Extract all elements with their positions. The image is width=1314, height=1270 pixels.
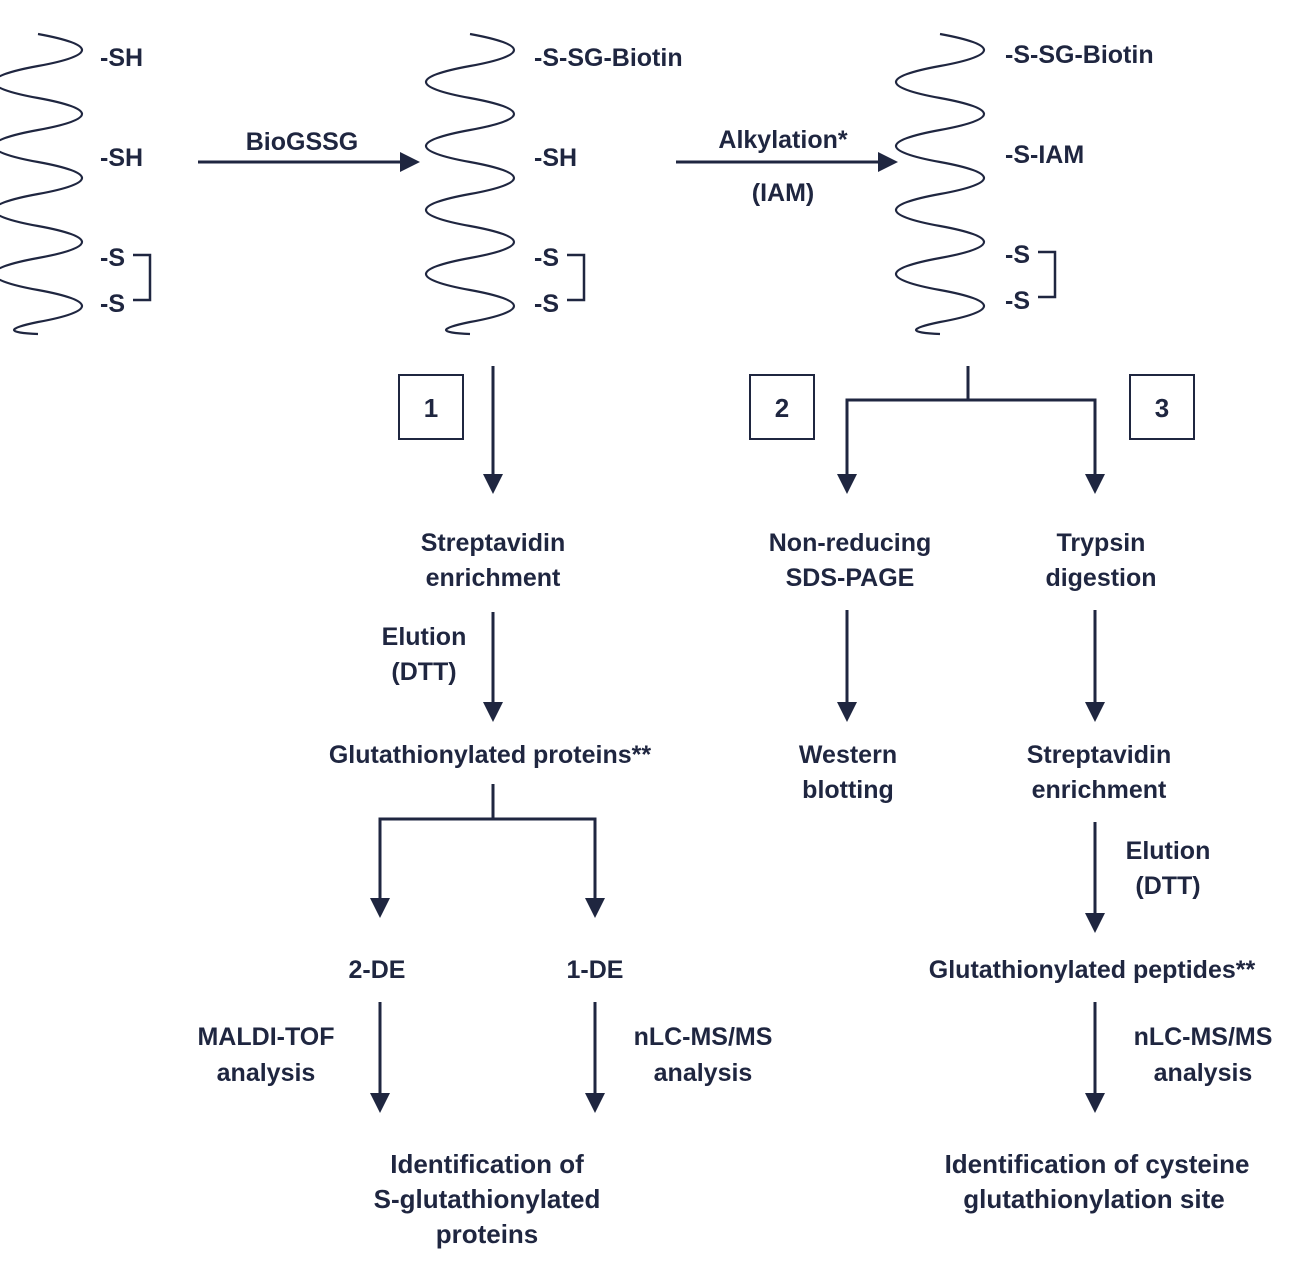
branch-1-right-label-line-2: analysis [654,1059,753,1087]
branch-3-result-line-2: glutathionylation site [963,1184,1224,1214]
protein-3-group-3: -S [1005,241,1030,269]
branch-2-step-1-line-2: SDS-PAGE [786,564,915,592]
protein-2-chain [424,32,516,336]
branch-1-arrow-2 [483,612,503,722]
branch-3-step-2-line-1: Streptavidin [1027,741,1171,769]
protein-3-group-4: -S [1005,287,1030,315]
reaction-2-arrow [676,152,898,172]
branch-2-result-line-1: Western [799,741,897,769]
route-1-number: 1 [424,393,438,423]
reaction-1-label: BioGSSG [246,128,359,156]
protein-1-disulfide-bracket [133,253,152,302]
branch-2-result-line-2: blotting [802,776,894,804]
branch-1-step-1-line-1: Streptavidin [421,529,565,557]
branch-3-arrow-3 [1085,1002,1105,1113]
branch-3-arrow-label-1-line-2: (DTT) [1135,872,1200,900]
branch-1-result-line-2: S-glutathionylated [374,1184,601,1214]
protein-3-group-1: -S-SG-Biotin [1005,41,1154,69]
route-1-box [398,374,464,440]
protein-3-disulfide-bracket [1038,250,1057,299]
branch-1-right-step: 1-DE [567,956,624,984]
protein-3-group-2: -S-IAM [1005,141,1084,169]
branch-3-arrow-label-2-line-2: analysis [1154,1059,1253,1087]
branch-1-step-2: Glutathionylated proteins** [329,741,652,769]
route-2-box [749,374,815,440]
route-2-number: 2 [775,393,789,423]
branch-2-3-split [837,366,1105,494]
protein-1-group-4: -S [100,290,125,318]
protein-1-group-3: -S [100,244,125,272]
protein-3-chain [894,32,986,336]
reaction-1-arrow [198,152,420,172]
branch-3-arrow-label-1-line-1: Elution [1126,837,1211,865]
branch-1-result-line-3: proteins [436,1219,539,1249]
branch-1-step-1-line-2: enrichment [426,564,561,592]
branch-1-left-label-line-1: MALDI-TOF [197,1023,334,1051]
route-3-box [1129,374,1195,440]
branch-3-step-1-line-2: digestion [1045,564,1156,592]
branch-1-result-line-1: Identification of [390,1149,584,1179]
protein-1-group-1: -SH [100,44,143,72]
branch-3-step-1-line-1: Trypsin [1057,529,1146,557]
protein-2-group-1: -S-SG-Biotin [534,44,683,72]
protein-2-group-2: -SH [534,144,577,172]
branch-1-left-arrow [370,1002,390,1113]
branch-1-right-arrow [585,1002,605,1113]
branch-2-step-1-line-1: Non-reducing [769,529,932,557]
branch-3-arrow-label-2-line-1: nLC-MS/MS [1134,1023,1273,1051]
reaction-2-label: Alkylation* [718,126,847,154]
branch-3-step-2-line-2: enrichment [1032,776,1167,804]
protein-2: -S-SG-Biotin -SH -S -S [424,32,683,336]
protein-1-chain [0,32,84,336]
branch-1-left-step: 2-DE [349,956,406,984]
route-3-number: 3 [1155,393,1169,423]
protein-1-group-2: -SH [100,144,143,172]
protein-1: -SH -SH -S -S [0,32,152,336]
branch-1-left-label-line-2: analysis [217,1059,316,1087]
branch-3-result-line-1: Identification of cysteine [945,1149,1250,1179]
branch-1-arrow-1 [483,366,503,494]
protein-2-group-4: -S [534,290,559,318]
branch-1-arrow-label-line-2: (DTT) [391,658,456,686]
branch-3-step-3: Glutathionylated peptides** [929,956,1256,984]
branch-1-split [370,784,605,918]
branch-3-arrow-1 [1085,610,1105,722]
protein-3: -S-SG-Biotin -S-IAM -S -S [894,32,1154,336]
branch-2-arrow [837,610,857,722]
protein-2-disulfide-bracket [567,253,586,302]
branch-3-arrow-2 [1085,822,1105,933]
reaction-2-sublabel: (IAM) [752,179,814,207]
branch-1-arrow-label-line-1: Elution [382,623,467,651]
protein-2-group-3: -S [534,244,559,272]
branch-1-right-label-line-1: nLC-MS/MS [634,1023,773,1051]
